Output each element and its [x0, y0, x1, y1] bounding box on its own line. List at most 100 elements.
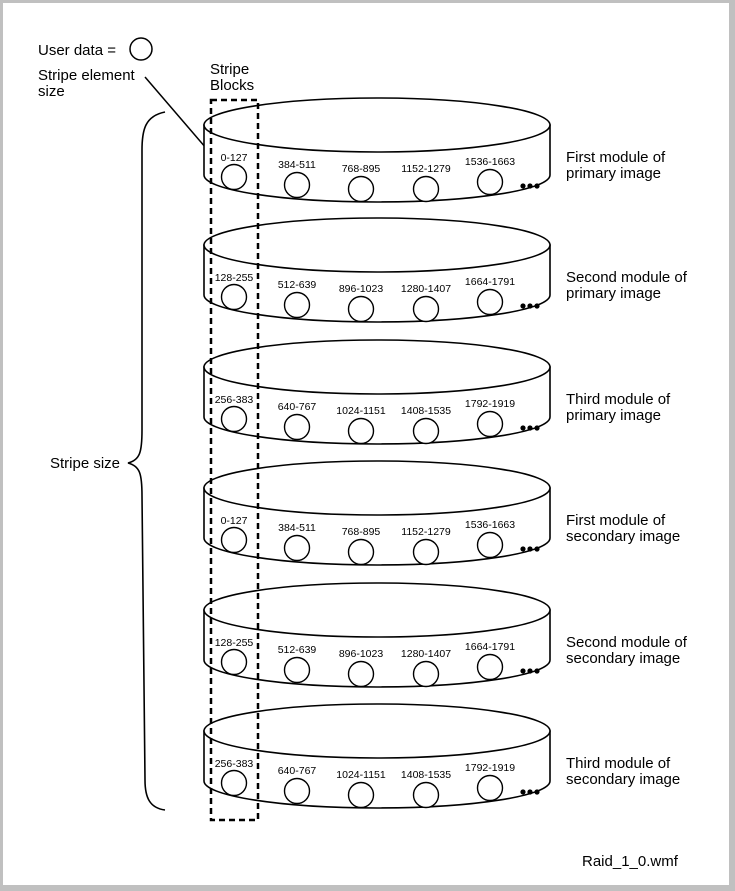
data-block-label: 512-639 [278, 644, 317, 656]
data-block-label: 896-1023 [339, 283, 384, 295]
module-label-line1: Second module of [566, 269, 688, 286]
data-block-circle-icon [283, 777, 311, 805]
data-block-circle-icon [476, 168, 504, 196]
data-block-label: 128-255 [215, 637, 254, 649]
cylinder-top [203, 582, 551, 638]
module-cylinder: 128-255 512-639 896-1023 1280-1407 1664-1791 [203, 582, 551, 688]
user-data-circle-icon [129, 37, 153, 61]
data-block-label: 1664-1791 [465, 276, 515, 288]
module-cylinder: 128-255 512-639 896-1023 1280-1407 1664-1791 [203, 217, 551, 323]
data-block-circle-icon [347, 781, 375, 809]
data-block-label: 128-255 [215, 272, 254, 284]
module-label-line2: primary image [566, 165, 661, 182]
data-block-circle-icon [412, 295, 440, 323]
data-block-circle-icon [476, 531, 504, 559]
stripe-blocks-label-line1: Stripe [210, 61, 249, 78]
cylinder-top [203, 460, 551, 516]
data-block-label: 1024-1151 [336, 769, 386, 781]
data-block-label: 1280-1407 [401, 648, 451, 660]
stripe-size-brace [127, 111, 166, 811]
data-block-circle-icon [412, 660, 440, 688]
cylinder-top [203, 339, 551, 395]
data-block-circle-icon [347, 175, 375, 203]
data-block-circle-icon [476, 653, 504, 681]
stripe-element-pointer-line [144, 76, 213, 156]
ellipsis-dots-icon [520, 425, 540, 431]
ellipsis-dots-icon [520, 789, 540, 795]
data-block-label: 1408-1535 [401, 769, 451, 781]
data-block-circle-icon [347, 295, 375, 323]
data-block-circle-icon [412, 175, 440, 203]
data-block-label: 0-127 [221, 515, 248, 527]
data-block-circle-icon [347, 660, 375, 688]
module-cylinder: 256-383 640-767 1024-1151 1408-1535 1792-191… [203, 339, 551, 445]
module-label-line2: primary image [566, 407, 661, 424]
cylinder-top [203, 703, 551, 759]
data-block-circle-icon [347, 417, 375, 445]
data-block-circle-icon [476, 288, 504, 316]
data-block-circle-icon [283, 291, 311, 319]
ellipsis-dots-icon [520, 303, 540, 309]
data-block-circle-icon [283, 656, 311, 684]
data-block-circle-icon [412, 417, 440, 445]
data-block-label: 256-383 [215, 758, 254, 770]
data-block-circle-icon [476, 774, 504, 802]
data-block-label: 1792-1919 [465, 762, 515, 774]
stripe-element-size-label-line2: size [38, 83, 65, 100]
data-block-label: 1408-1535 [401, 405, 451, 417]
data-block-label: 384-511 [278, 522, 316, 534]
module-label-line1: First module of [566, 512, 666, 529]
stripe-element-size-label-line1: Stripe element [38, 67, 136, 84]
data-block-label: 1536-1663 [465, 519, 515, 531]
ellipsis-dots-icon [520, 668, 540, 674]
filename-label: Raid_1_0.wmf [582, 853, 679, 870]
data-block-label: 768-895 [342, 526, 381, 538]
module-label-line1: Third module of [566, 391, 671, 408]
ellipsis-dots-icon [520, 546, 540, 552]
stripe-blocks-label-line2: Blocks [210, 77, 254, 94]
data-block-circle-icon [220, 769, 248, 797]
ellipsis-dots-icon [520, 183, 540, 189]
data-block-circle-icon [220, 526, 248, 554]
module-label-line2: secondary image [566, 771, 680, 788]
module-cylinder: 0-127 384-511 768-895 1152-1279 1536-1663 [203, 460, 551, 566]
module-cylinder: 0-127 384-511 768-895 1152-1279 1536-1663 [203, 97, 551, 203]
data-block-label: 1664-1791 [465, 641, 515, 653]
data-block-circle-icon [476, 410, 504, 438]
module-label-line1: Third module of [566, 755, 671, 772]
data-block-circle-icon [412, 538, 440, 566]
data-block-label: 1152-1279 [401, 526, 451, 538]
data-block-circle-icon [283, 171, 311, 199]
data-block-circle-icon [220, 283, 248, 311]
data-block-circle-icon [283, 534, 311, 562]
data-block-label: 640-767 [278, 401, 317, 413]
data-block-label: 1536-1663 [465, 156, 515, 168]
data-block-circle-icon [283, 413, 311, 441]
data-block-circle-icon [220, 405, 248, 433]
stripe-blocks-dashed-box [209, 98, 260, 822]
user-data-label: User data = [38, 42, 116, 59]
module-label-line2: primary image [566, 285, 661, 302]
data-block-label: 1024-1151 [336, 405, 386, 417]
data-block-label: 768-895 [342, 163, 381, 175]
data-block-circle-icon [220, 648, 248, 676]
data-block-label: 384-511 [278, 159, 316, 171]
data-block-label: 1280-1407 [401, 283, 451, 295]
data-block-circle-icon [347, 538, 375, 566]
data-block-label: 1152-1279 [401, 163, 451, 175]
data-block-label: 0-127 [221, 152, 248, 164]
data-block-label: 896-1023 [339, 648, 384, 660]
module-label-line1: First module of [566, 149, 666, 166]
module-label-line1: Second module of [566, 634, 688, 651]
cylinder-top [203, 217, 551, 273]
stripe-size-label: Stripe size [50, 455, 120, 472]
module-label-line2: secondary image [566, 650, 680, 667]
data-block-circle-icon [220, 163, 248, 191]
data-block-label: 512-639 [278, 279, 317, 291]
module-label-line2: secondary image [566, 528, 680, 545]
data-block-label: 256-383 [215, 394, 254, 406]
data-block-label: 1792-1919 [465, 398, 515, 410]
